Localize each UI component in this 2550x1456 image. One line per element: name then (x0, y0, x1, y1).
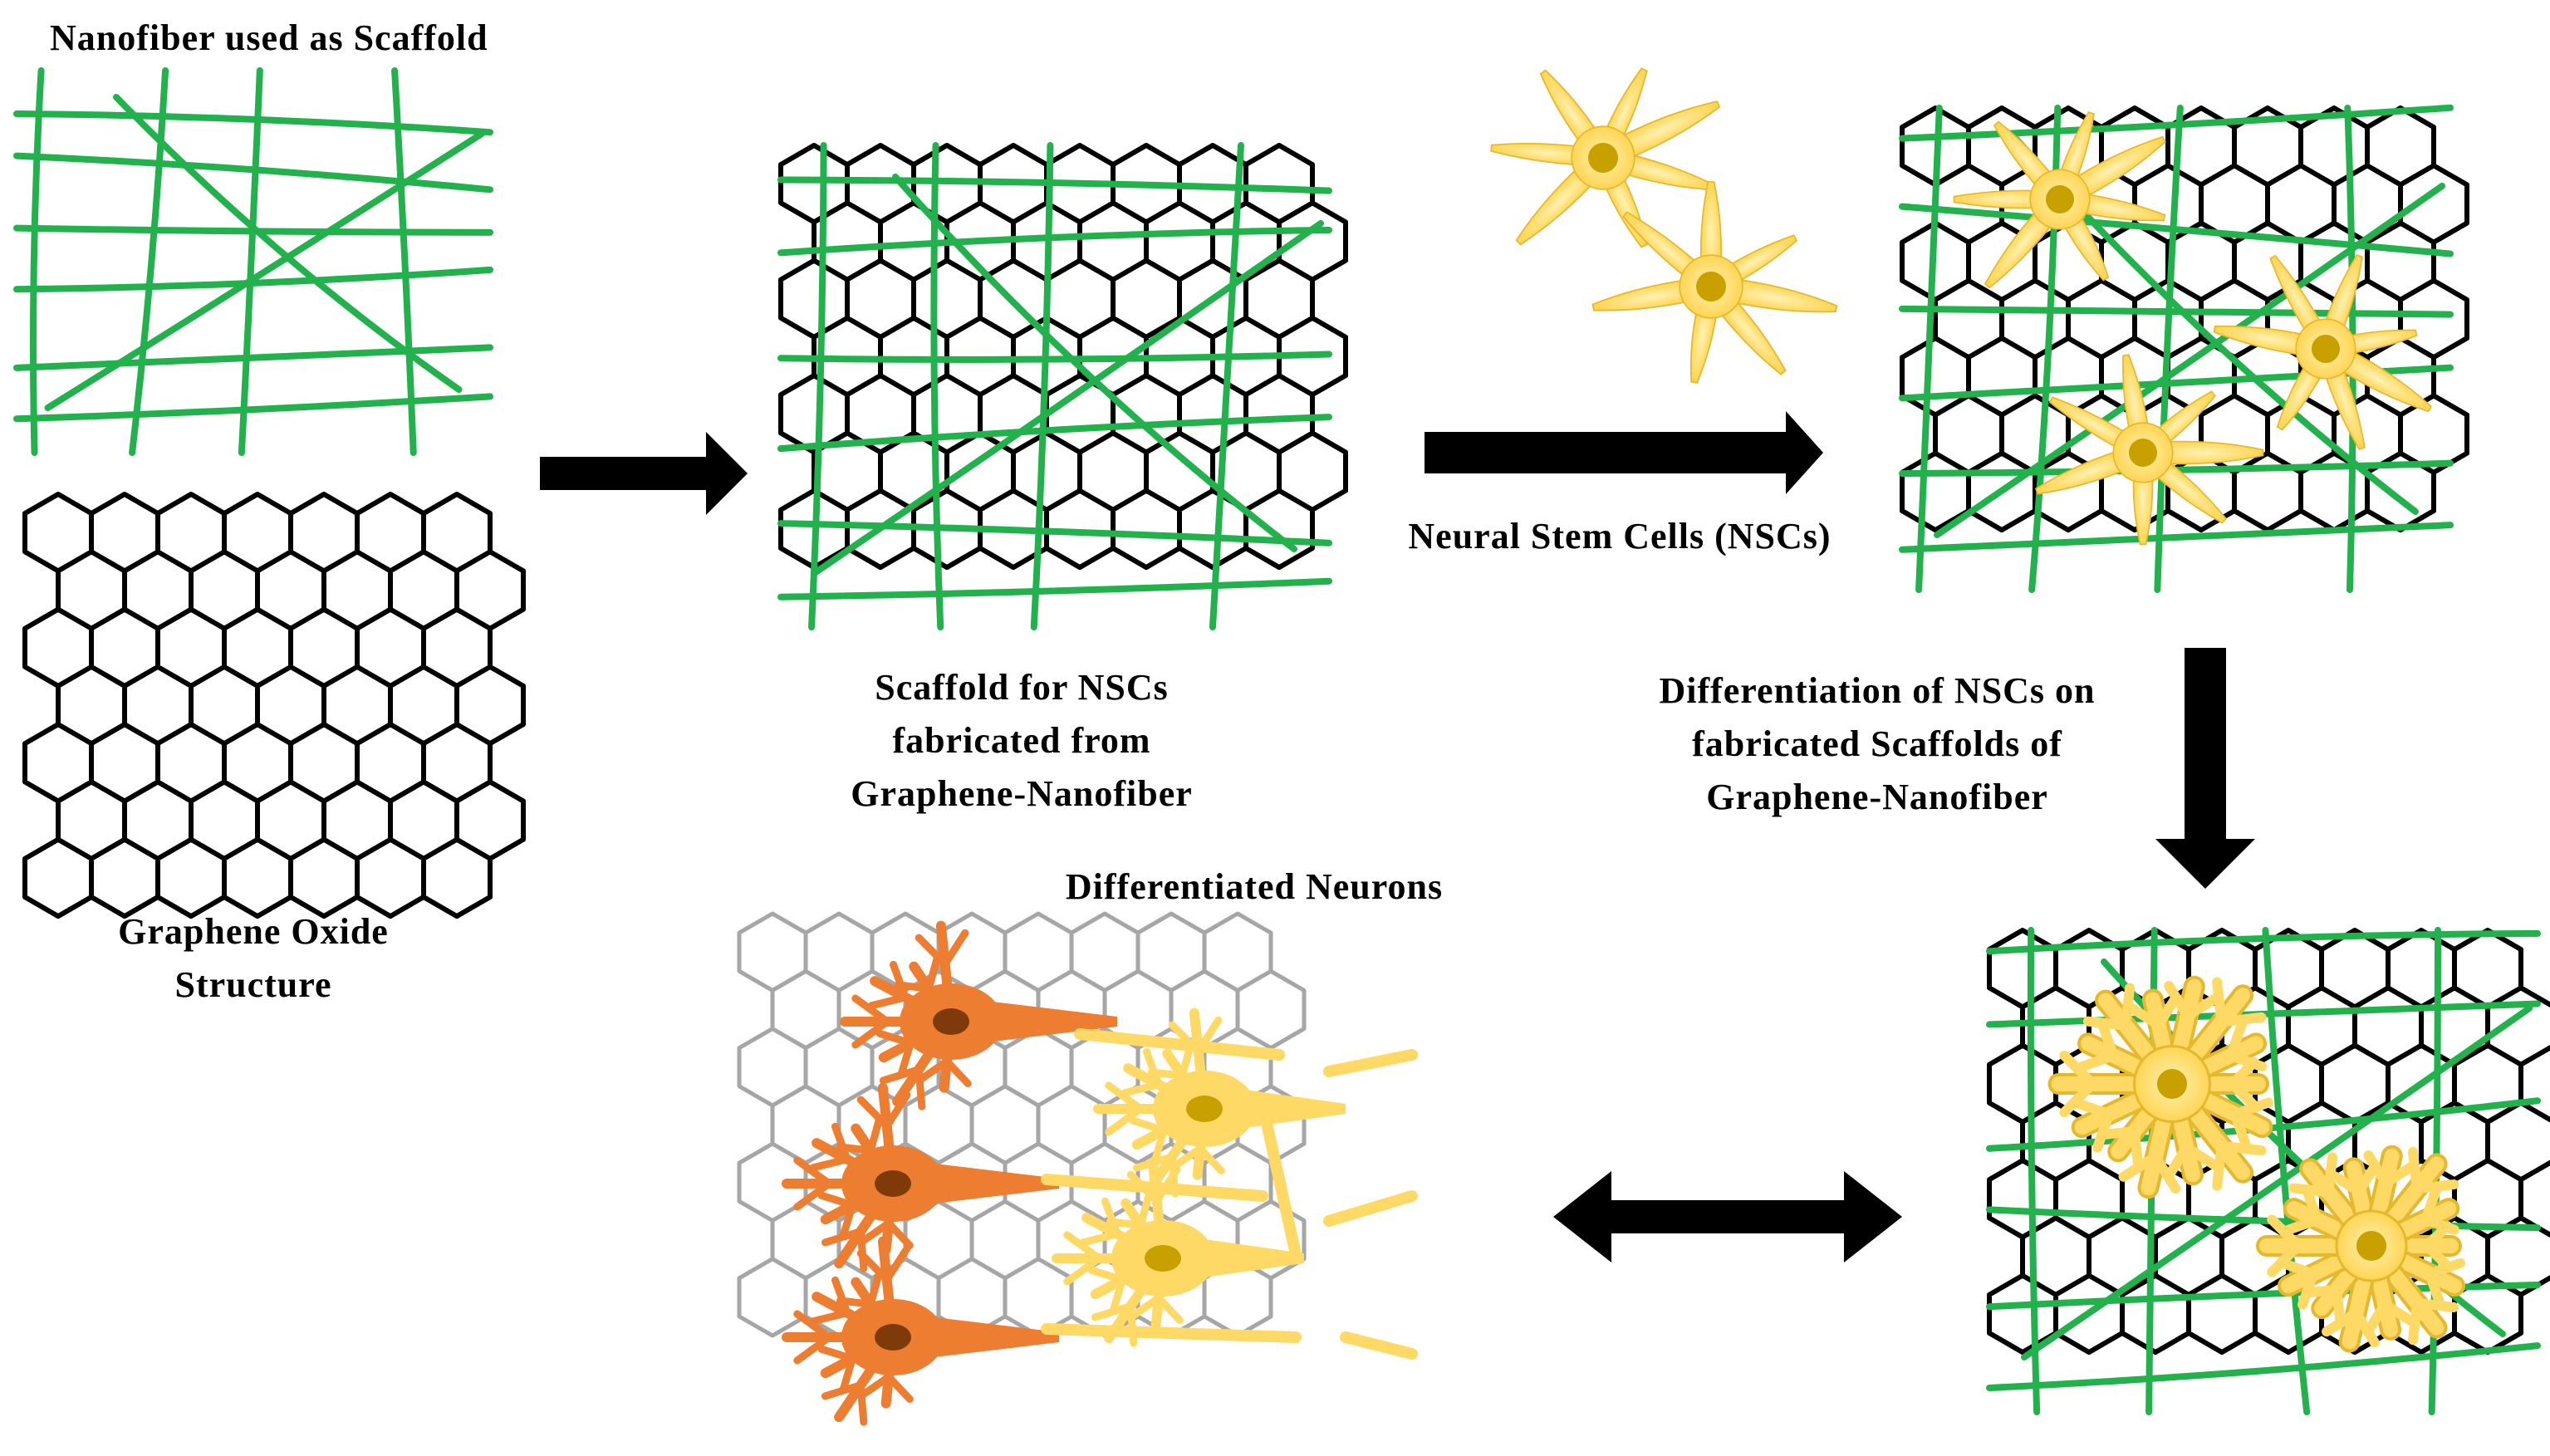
scaffold-fibers-fiber (777, 414, 1332, 453)
neuron-nucleus (1186, 1096, 1223, 1122)
scaffold-fibers-fiber (930, 142, 944, 630)
nanofiber-panel (13, 67, 493, 456)
stem-cell-seeded-3 (2035, 354, 2264, 546)
neurons-label: Differentiated Neurons (1065, 866, 1444, 907)
stem-cell-seeded-1 (1953, 110, 2166, 289)
arrow-right-icon (1425, 411, 1823, 494)
cell-nucleus (2311, 334, 2341, 364)
arrow-3 (2155, 648, 2255, 889)
nscs-label: Neural Stem Cells (NSCs) (1408, 516, 1832, 556)
scaffold-grid-hexagons (778, 143, 1348, 571)
scaffold-fibers-fiber (812, 220, 1324, 576)
scaffold-grid (778, 143, 1348, 571)
neurite (1340, 1331, 1418, 1360)
neuron-nucleus (1145, 1245, 1181, 1272)
neurite (1323, 1190, 1418, 1227)
differentiation-label: Differentiation of NSCs on fabricated Sc… (1659, 670, 2096, 817)
scaffold-fibers-fiber (1030, 142, 1054, 630)
nanofiber-panel-fiber (13, 393, 493, 423)
neuron-nucleus (875, 1170, 911, 1197)
neurite (1041, 1323, 1302, 1343)
cell-nucleus (2356, 1231, 2386, 1261)
arrow-1 (540, 432, 748, 515)
graphene-oxide-grid-hexagons (22, 492, 526, 919)
cell-nucleus (1587, 142, 1619, 174)
cell-nucleus (2157, 1069, 2187, 1099)
nanofiber-panel-fiber (129, 67, 169, 456)
nanofiber-panel-fiber (391, 67, 417, 456)
differentiation-fibers-fiber (1986, 1206, 2541, 1232)
scaffold-fibers-fiber (777, 226, 1332, 257)
neurite (1074, 1028, 1285, 1061)
nanofiber-panel-fiber (113, 94, 463, 393)
nanofiber-panel-fiber (29, 67, 45, 456)
scaffold-fibers-fiber (777, 577, 1332, 601)
differentiation-fibers-fiber (2027, 927, 2041, 1415)
scaffold-fibers (777, 142, 1332, 630)
cell-nucleus (1695, 271, 1727, 302)
cell-nucleus (2128, 438, 2158, 468)
neuron-yellow-2 (1052, 1157, 1304, 1347)
scaffold-fibers-fiber (892, 174, 1297, 552)
stem-cell-seeded-2 (2213, 253, 2432, 451)
differentiation-fibers-fiber (2262, 927, 2311, 1415)
neuron-orange-3 (782, 1236, 1059, 1426)
neuron-nucleus (875, 1324, 911, 1351)
nanofiber-title: Nanofiber used as Scaffold (50, 17, 488, 58)
scaffold-fibers-fiber (1209, 142, 1244, 630)
differentiated-cell-2 (2256, 1145, 2466, 1353)
cell-nucleus (2045, 184, 2075, 214)
neuron-connections (1041, 1028, 1418, 1360)
differentiated-cell-1 (2047, 975, 2273, 1199)
arrow-double-icon (1553, 1171, 1902, 1262)
neurite (1041, 1174, 1268, 1202)
scaffold-nsc-fibers (1899, 104, 2454, 593)
scaffold-fibers-fiber (777, 351, 1332, 363)
scaffold-fibers-fiber (777, 176, 1332, 194)
arrow-down-icon (2155, 648, 2255, 889)
neural-stem-cell-1 (1490, 67, 1721, 248)
scaffold-nsc-fibers-fiber (1899, 522, 2454, 553)
scaffold-fibers-fiber (808, 142, 827, 630)
nanofiber-panel-fiber (238, 67, 263, 456)
nanofiber-panel-fiber (44, 130, 485, 411)
arrow-2 (1425, 411, 1823, 494)
neurite (1257, 1099, 1302, 1260)
neuron-orange-1 (840, 920, 1117, 1110)
nanofiber-panel-fiber (13, 344, 493, 371)
graphene-oxide-grid (22, 492, 526, 919)
cell-process (2142, 440, 2264, 465)
neuron-nucleus (933, 1008, 969, 1035)
differentiation-fibers-fiber (1986, 1342, 2541, 1391)
graphene-oxide-label: Graphene Oxide Structure (118, 911, 389, 1005)
arrow-4 (1553, 1171, 1902, 1262)
differentiation-fibers-fiber (2021, 1005, 2533, 1360)
scaffold-nsc-fibers-fiber (2154, 105, 2184, 593)
scaffold-label: Scaffold for NSCs fabricated from Graphe… (851, 667, 1193, 814)
scaffold-nsc-fibers-fiber (1934, 183, 2445, 538)
arrow-right-icon (540, 432, 748, 515)
scaffold-fibers-fiber (777, 520, 1332, 547)
neurite (1323, 1049, 1418, 1077)
scaffold-nsc-fibers-fiber (1915, 105, 1943, 593)
neuron-orange-2 (782, 1082, 1059, 1272)
neural-stem-cell-2 (1591, 181, 1838, 384)
nanofiber-panel-fiber (13, 110, 493, 136)
scaffold-nsc-fibers-fiber (1899, 305, 2454, 318)
